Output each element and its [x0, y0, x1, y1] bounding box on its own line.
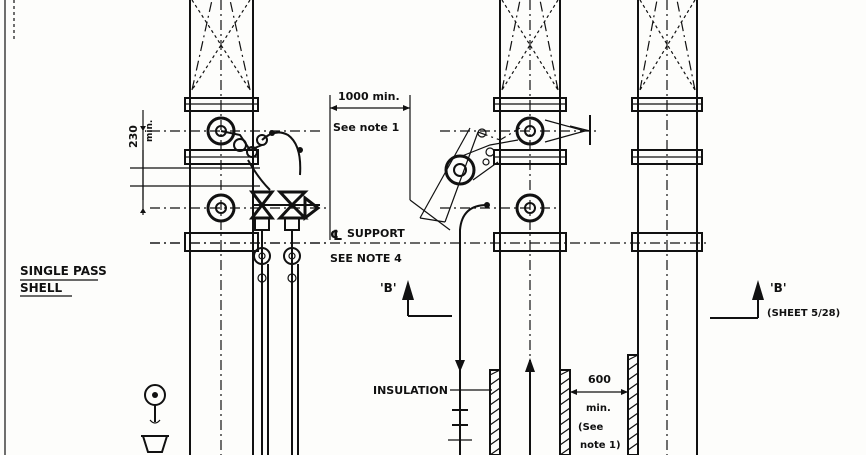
flow-arrow-down	[455, 360, 465, 372]
section-marker-b-right: 'B' (SHEET 5/28)	[710, 280, 840, 319]
dimension-600: 600 min. (See note 1)	[570, 373, 628, 451]
see-note-1-paren-a: (See	[578, 422, 604, 433]
left-exchanger	[184, 0, 259, 455]
single-pass-text: SINGLE PASS	[20, 264, 107, 278]
see-note-1-text: See note 1	[333, 121, 399, 134]
dim-230-min-text: min.	[145, 120, 155, 142]
sheet-ref-text: (SHEET 5/28)	[767, 308, 840, 319]
dim-600-text: 600	[588, 373, 611, 386]
dimension-1000: 1000 min. See note 1	[329, 90, 411, 240]
dim-1000-text: 1000 min.	[338, 90, 400, 103]
dim-230-text: 230	[127, 125, 140, 148]
see-note-4-text: SEE NOTE 4	[330, 252, 402, 265]
section-marker-b-left: 'B'	[380, 280, 452, 317]
flow-arrow-up	[525, 358, 535, 372]
insulation-hatch-mid	[559, 369, 571, 455]
support-symbol: ℄	[330, 228, 343, 244]
dimension-230: 230 min.	[127, 110, 155, 215]
dim-600-min-text: min.	[586, 403, 611, 414]
section-b-left-text: 'B'	[380, 281, 397, 295]
valve-group-middle	[419, 127, 521, 455]
insulation-hatch-left	[489, 369, 501, 455]
support-text: SUPPORT	[347, 227, 405, 240]
right-exchanger	[631, 0, 703, 455]
see-note-1-paren-b: note 1)	[580, 440, 621, 451]
insulation-hatch-right	[627, 354, 639, 455]
shell-text: SHELL	[20, 281, 63, 295]
insulation-text: INSULATION	[373, 384, 448, 397]
instrument-bottom-left	[141, 384, 169, 453]
section-b-right-text: 'B'	[770, 281, 787, 295]
valve-manifold-left	[220, 130, 321, 455]
